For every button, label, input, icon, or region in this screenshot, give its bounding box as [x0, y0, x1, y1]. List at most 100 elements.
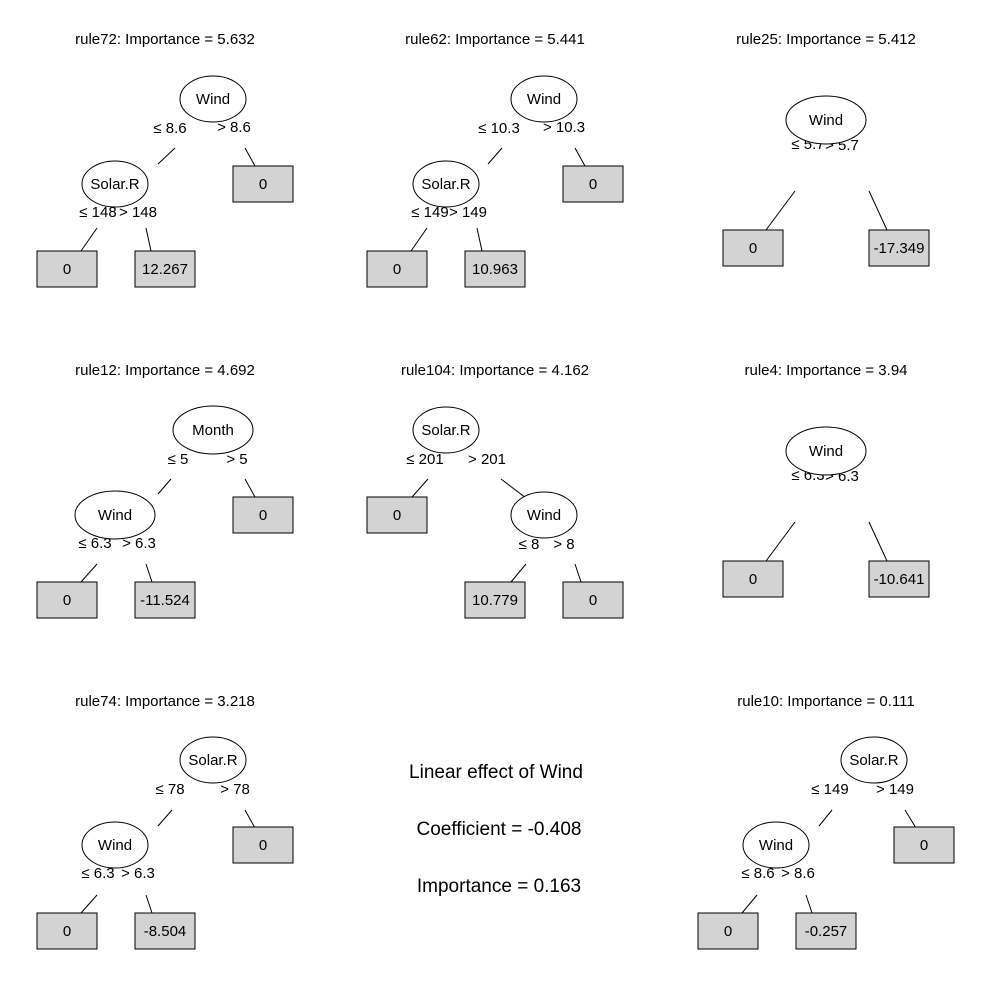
leaf-box: [36, 250, 98, 288]
split-node-month: [172, 405, 254, 455]
split-node-wind: [81, 821, 149, 869]
edge-split-label: ≤ 201: [406, 451, 443, 468]
edge-line: [157, 478, 172, 495]
edge-split-label: ≤ 5: [168, 451, 189, 468]
leaf-box: [232, 826, 294, 864]
split-node-wind: [510, 75, 578, 123]
edge-split-label: ≤ 6.3: [81, 865, 114, 882]
edge-line: [805, 894, 813, 914]
leaf-value: 0: [589, 592, 597, 609]
leaf-box: [134, 581, 196, 619]
linear-effect-importance: Importance = 0.163: [417, 876, 581, 897]
edge-split-label: ≤ 8: [519, 536, 540, 553]
linear-effect-coefficient: Coefficient = -0.408: [417, 819, 582, 840]
edge-split-label: ≤ 8.6: [741, 865, 774, 882]
edge-split-label: > 6.3: [121, 865, 155, 882]
leaf-box: [366, 250, 428, 288]
edge-line: [145, 227, 152, 252]
split-node-solar-r: [412, 406, 480, 454]
edge-line: [80, 563, 98, 583]
edge-split-label: > 5: [226, 451, 247, 468]
rule-tree-panel: rule74: Importance = 3.218≤ 78> 78≤ 6.3>…: [36, 693, 294, 950]
edge-line: [510, 563, 527, 583]
edge-split-label: > 148: [119, 204, 157, 221]
edge-line: [244, 478, 256, 498]
split-node-label: Wind: [809, 112, 843, 129]
edge-line: [487, 147, 503, 165]
leaf-value: 0: [259, 176, 267, 193]
leaf-box: [722, 560, 784, 598]
leaf-value: 0: [63, 923, 71, 940]
edge-split-label: > 8.6: [781, 865, 815, 882]
rule-tree-panel: rule12: Importance = 4.692≤ 5> 5≤ 6.3> 6…: [36, 362, 294, 619]
panel-title: rule4: Importance = 3.94: [744, 362, 907, 379]
panel-title: rule72: Importance = 5.632: [75, 31, 255, 48]
edge-line: [818, 809, 833, 827]
split-node-label: Month: [192, 422, 234, 439]
leaf-value: 0: [393, 507, 401, 524]
edge-split-label: > 6.3: [122, 535, 156, 552]
leaf-value: 10.779: [472, 592, 518, 609]
leaf-box: [464, 581, 526, 619]
panel-title: rule104: Importance = 4.162: [401, 362, 589, 379]
edge-split-label: ≤ 10.3: [478, 120, 520, 137]
split-node-label: Wind: [759, 837, 793, 854]
leaf-box: [366, 496, 428, 534]
split-node-label: Wind: [527, 91, 561, 108]
edge-line: [904, 809, 917, 829]
edge-line: [574, 563, 582, 583]
edge-line: [244, 147, 256, 167]
edge-split-label: > 149: [449, 204, 487, 221]
edge-split-label: ≤ 8.6: [153, 120, 186, 137]
leaf-value: -11.524: [140, 592, 190, 609]
leaf-value: 0: [259, 507, 267, 524]
edge-split-label: ≤ 149: [411, 204, 448, 221]
edge-split-label: > 8: [553, 536, 574, 553]
rule-tree-panel: rule25: Importance = 5.412≤ 5.7> 5.7Wind…: [722, 31, 930, 267]
panel-title: rule25: Importance = 5.412: [736, 31, 916, 48]
split-node-label: Wind: [98, 837, 132, 854]
edge-line: [145, 563, 153, 583]
split-node-solar-r: [179, 736, 247, 784]
edge-line: [157, 147, 176, 165]
panel-title: rule62: Importance = 5.441: [405, 31, 585, 48]
leaf-box: [722, 229, 784, 267]
panel-title: rule12: Importance = 4.692: [75, 362, 255, 379]
leaf-box: [868, 229, 930, 267]
leaf-box: [893, 826, 955, 864]
leaf-box: [464, 250, 526, 288]
split-node-wind: [510, 491, 578, 539]
split-node-wind: [74, 490, 156, 540]
edge-split-label: > 10.3: [543, 119, 585, 136]
edge-line: [500, 478, 527, 499]
edge-line: [157, 809, 173, 827]
split-node-solar-r: [412, 160, 480, 208]
leaf-box: [697, 912, 759, 950]
split-node-wind: [179, 75, 247, 123]
leaf-value: 0: [259, 837, 267, 854]
leaf-value: 10.963: [472, 261, 518, 278]
linear-effect-panel: Linear effect of Wind Coefficient = -0.4…: [409, 762, 583, 897]
split-node-label: Wind: [98, 507, 132, 524]
leaf-box: [562, 165, 624, 203]
edge-split-label: ≤ 148: [79, 204, 116, 221]
edge-line: [244, 809, 256, 829]
split-node-label: Wind: [196, 91, 230, 108]
split-node-label: Solar.R: [188, 752, 237, 769]
edge-line: [145, 894, 153, 914]
edge-line: [765, 190, 796, 231]
leaf-value: 0: [749, 571, 757, 588]
panels-layer: rule72: Importance = 5.632 ≤ 8.6 > 8.6 ≤ 14…: [36, 31, 955, 950]
leaf-box: [134, 912, 196, 950]
leaf-box: [562, 581, 624, 619]
rule-tree-panel: rule10: Importance = 0.111≤ 149> 149≤ 8.…: [697, 693, 955, 950]
leaf-value: -0.257: [805, 923, 848, 940]
edge-split-label: > 78: [220, 781, 250, 798]
leaf-box: [134, 250, 196, 288]
leaf-value: 0: [63, 592, 71, 609]
split-node-solar-r: [81, 160, 149, 208]
edge-line: [80, 227, 98, 252]
split-node-label: Solar.R: [421, 422, 470, 439]
panel-title: rule74: Importance = 3.218: [75, 693, 255, 710]
